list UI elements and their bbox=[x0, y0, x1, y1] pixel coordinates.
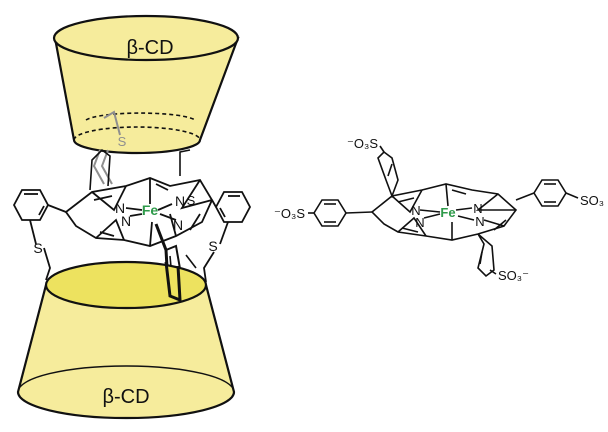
left-sulfur-label: S bbox=[33, 240, 42, 256]
porphyrin-n-3: N bbox=[173, 217, 183, 233]
beta-cd-bottom: β-CD bbox=[16, 260, 236, 420]
tpps-topleft-phenyl bbox=[377, 145, 399, 199]
tpps-so3-bottom: SO₃⁻ bbox=[498, 268, 529, 283]
tpps-n-1: N bbox=[411, 203, 420, 218]
left-phenyl-thioether bbox=[12, 189, 67, 281]
beta-cd-bottom-label: β-CD bbox=[102, 386, 149, 408]
tpps-n-4: N bbox=[415, 215, 424, 230]
complex-fe-label: Fe bbox=[142, 202, 159, 218]
tpps-bottom-phenyl bbox=[477, 233, 497, 278]
tpps-porphyrin bbox=[370, 183, 518, 241]
beta-cd-top-label: β-CD bbox=[126, 37, 173, 59]
porphyrin-complex bbox=[64, 177, 214, 247]
axial-sulfur-label: S bbox=[187, 193, 196, 208]
tpps-fe-label: Fe bbox=[440, 205, 455, 220]
tpps-left-phenyl bbox=[308, 199, 373, 227]
tpps-so3-topleft: ⁻O₃S bbox=[347, 136, 378, 151]
tpps-right-phenyl bbox=[515, 179, 579, 207]
porphyrin-n-1: N bbox=[115, 200, 125, 216]
tpps-n-3: N bbox=[475, 214, 484, 229]
tpps-n-2: N bbox=[473, 201, 482, 216]
back-phenyl bbox=[89, 148, 191, 191]
tpps-so3-left: ⁻O₃S bbox=[274, 206, 305, 221]
right-sulfur-label: S bbox=[208, 238, 217, 254]
porphyrin-n-4: N bbox=[121, 213, 131, 229]
grey-sulfur-label: S bbox=[118, 134, 127, 149]
right-phenyl-thioether bbox=[203, 191, 252, 283]
tpps-so3-right: SO₃ bbox=[580, 193, 604, 208]
front-phenyl-overlap bbox=[164, 261, 182, 303]
beta-cd-top: β-CD bbox=[52, 14, 240, 155]
porphyrin-n-2: N bbox=[175, 193, 185, 209]
